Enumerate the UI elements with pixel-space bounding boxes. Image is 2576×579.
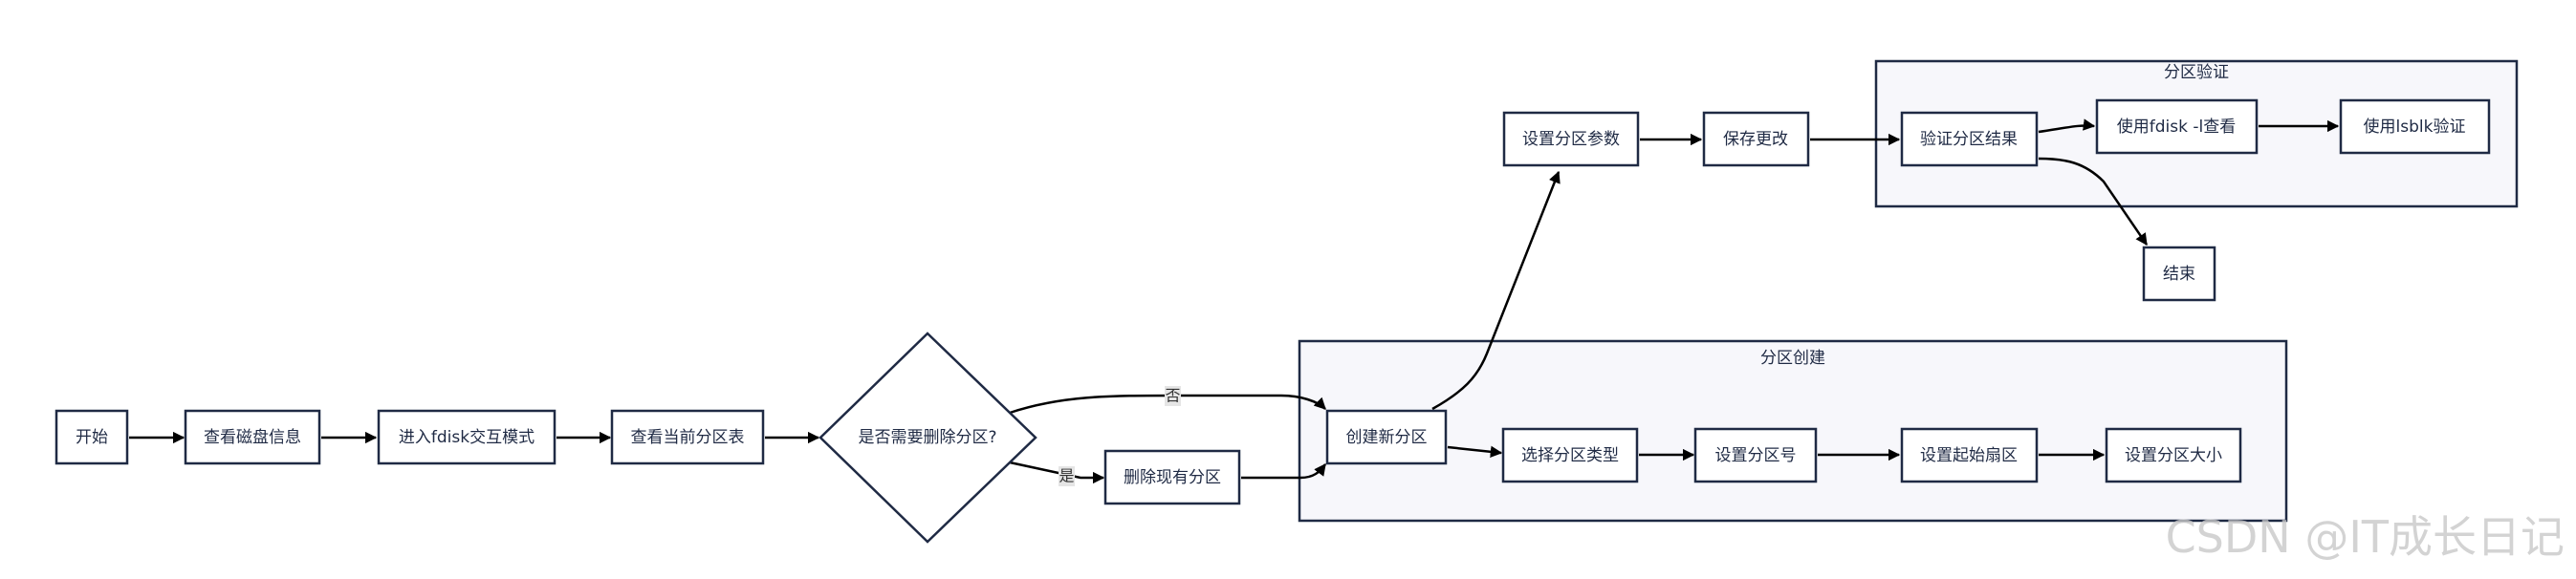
edge-create-to-select-type: [1447, 445, 1503, 459]
edge-decision-yes-to-delete: [1009, 461, 1105, 484]
edge-decision-no-to-create: [1009, 394, 1326, 415]
node-set-start-label: 设置起始扇区: [1920, 446, 2018, 465]
node-delete-existing-label: 删除现有分区: [1124, 468, 1221, 487]
node-fdisk-l-label: 使用fdisk -l查看: [2117, 117, 2236, 137]
node-enter-fdisk: 进入fdisk交互模式: [377, 409, 557, 465]
node-verify-label: 验证分区结果: [1920, 130, 2018, 149]
node-delete-existing: 删除现有分区: [1103, 449, 1241, 505]
node-select-type: 选择分区类型: [1501, 427, 1639, 483]
edge-label-yes: 是: [1059, 466, 1075, 486]
node-create-new: 创建新分区: [1325, 409, 1448, 465]
node-view-table-label: 查看当前分区表: [631, 428, 745, 447]
node-set-number: 设置分区号: [1693, 427, 1818, 483]
node-end-label: 结束: [2163, 265, 2195, 284]
node-start: 开始: [55, 409, 129, 465]
node-save-label: 保存更改: [1723, 130, 1788, 149]
edge-create-to-set-params: [1431, 170, 1561, 411]
node-view-table: 查看当前分区表: [610, 409, 765, 465]
node-start-label: 开始: [76, 428, 108, 447]
node-enter-fdisk-label: 进入fdisk交互模式: [399, 428, 535, 447]
watermark-text: CSDN @IT成长日记: [2166, 511, 2565, 563]
node-need-delete-label: 是否需要删除分区?: [858, 428, 996, 447]
node-verify: 验证分区结果: [1900, 111, 2039, 167]
edge-label-no: 否: [1165, 386, 1181, 406]
node-lsblk-label: 使用lsblk验证: [2364, 117, 2466, 137]
node-set-size-label: 设置分区大小: [2125, 446, 2222, 465]
edge-verify-to-end: [2038, 157, 2149, 247]
edge-label-no-text: 否: [1165, 387, 1180, 405]
edge-verify-to-fdisk-l: [2038, 118, 2096, 134]
node-create-new-label: 创建新分区: [1346, 428, 1428, 447]
node-need-delete-decision: 是否需要删除分区?: [819, 332, 1037, 544]
node-end: 结束: [2142, 246, 2216, 302]
edge-delete-to-create: [1241, 463, 1326, 480]
node-select-type-label: 选择分区类型: [1521, 446, 1619, 465]
node-set-start: 设置起始扇区: [1900, 427, 2039, 483]
node-fdisk-l: 使用fdisk -l查看: [2095, 98, 2259, 155]
node-set-size: 设置分区大小: [2105, 427, 2242, 483]
cluster-title-create: 分区创建: [1760, 349, 1825, 368]
node-view-disk: 查看磁盘信息: [184, 409, 321, 465]
node-set-number-label: 设置分区号: [1715, 446, 1797, 465]
node-lsblk: 使用lsblk验证: [2339, 98, 2491, 155]
cluster-title-verify: 分区验证: [2164, 63, 2229, 82]
node-set-params-label: 设置分区参数: [1522, 130, 1620, 149]
node-set-params: 设置分区参数: [1502, 111, 1640, 167]
node-view-disk-label: 查看磁盘信息: [204, 428, 301, 447]
node-save: 保存更改: [1702, 111, 1810, 167]
edge-label-yes-text: 是: [1059, 467, 1074, 485]
